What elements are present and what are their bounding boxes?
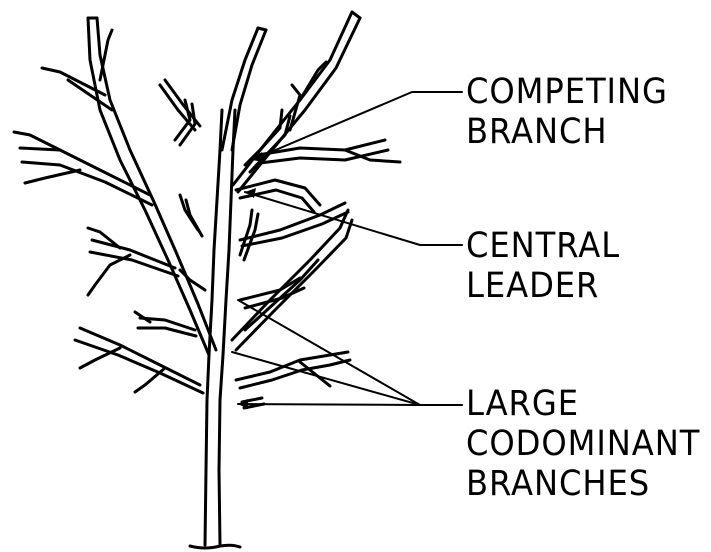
right-lateral-branches xyxy=(234,108,402,410)
trunk xyxy=(188,108,242,550)
left-lateral-branches xyxy=(12,130,205,395)
central-leader xyxy=(220,26,268,152)
left-codominant-branch xyxy=(40,16,218,357)
right-codominant-branch xyxy=(230,208,354,352)
label-codominant-line3: BRANCHES xyxy=(466,464,651,504)
label-codominant-line1: LARGE xyxy=(466,384,579,424)
label-central-line1: CENTRAL xyxy=(466,226,621,266)
inner-twigs xyxy=(158,78,260,292)
label-competing-line2: BRANCH xyxy=(466,112,608,152)
label-central-leader: CENTRAL LEADER xyxy=(466,226,620,306)
label-codominant-line2: CODOMINANT xyxy=(466,424,701,464)
label-competing-line1: COMPETING xyxy=(466,72,668,112)
label-central-line2: LEADER xyxy=(466,266,600,306)
arrow-heads xyxy=(238,152,264,409)
label-competing-branch: COMPETING BRANCH xyxy=(466,72,668,152)
leader-lines xyxy=(231,91,463,406)
label-codominant-branches: LARGE CODOMINANT BRANCHES xyxy=(466,384,700,504)
